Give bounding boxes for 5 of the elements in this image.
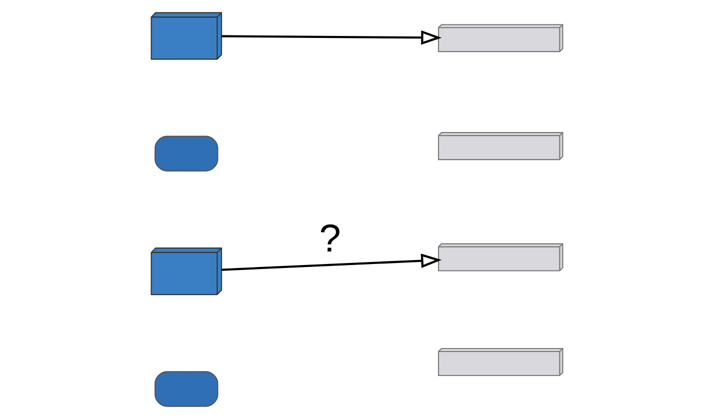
arrow [221,30,442,45]
node-tablet [154,371,218,407]
edge-label: ? [318,218,340,261]
arrow [221,254,442,271]
node-tablet [154,136,218,172]
